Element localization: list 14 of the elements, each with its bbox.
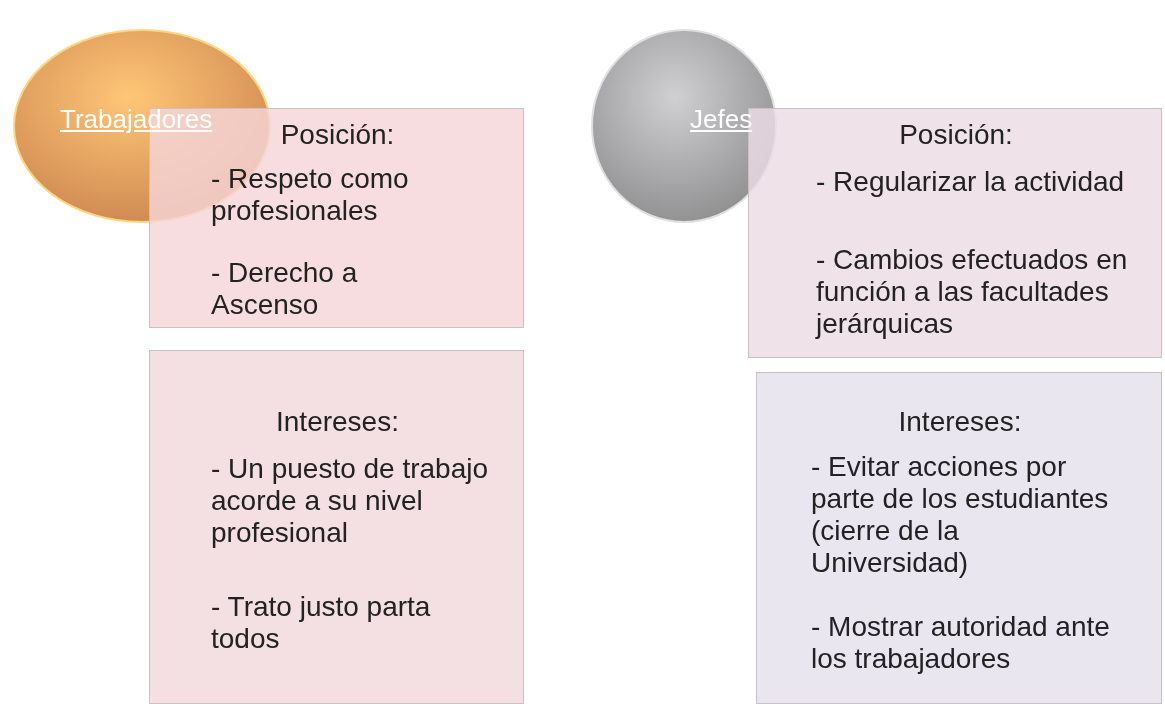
box-heading: Intereses: [275, 406, 400, 438]
box-heading: Intereses: [897, 406, 1023, 438]
text-box [756, 372, 1162, 704]
ellipse-label: Jefes [690, 104, 753, 135]
bullet-text: - Trato justo parta todos [211, 591, 432, 655]
bullet-text: - Respeto como profesionales [211, 163, 410, 227]
bullet-text: - Evitar acciones por parte de los estudiantes (cierre de la Universidad) [811, 451, 1110, 579]
bullet-text: - Un puesto de trabajo acorde a su nivel profesional [211, 453, 490, 549]
bullet-text: - Regularizar la actividad [816, 166, 1126, 198]
box-heading: Posición: [898, 119, 1014, 151]
text-box [149, 350, 524, 704]
bullet-text: - Mostrar autoridad ante los trabajadores [811, 611, 1111, 675]
bullet-text: - Cambios efectuados en función a las facultades jerárquicas [816, 244, 1129, 340]
bullet-text: - Derecho a Ascenso [211, 257, 359, 321]
